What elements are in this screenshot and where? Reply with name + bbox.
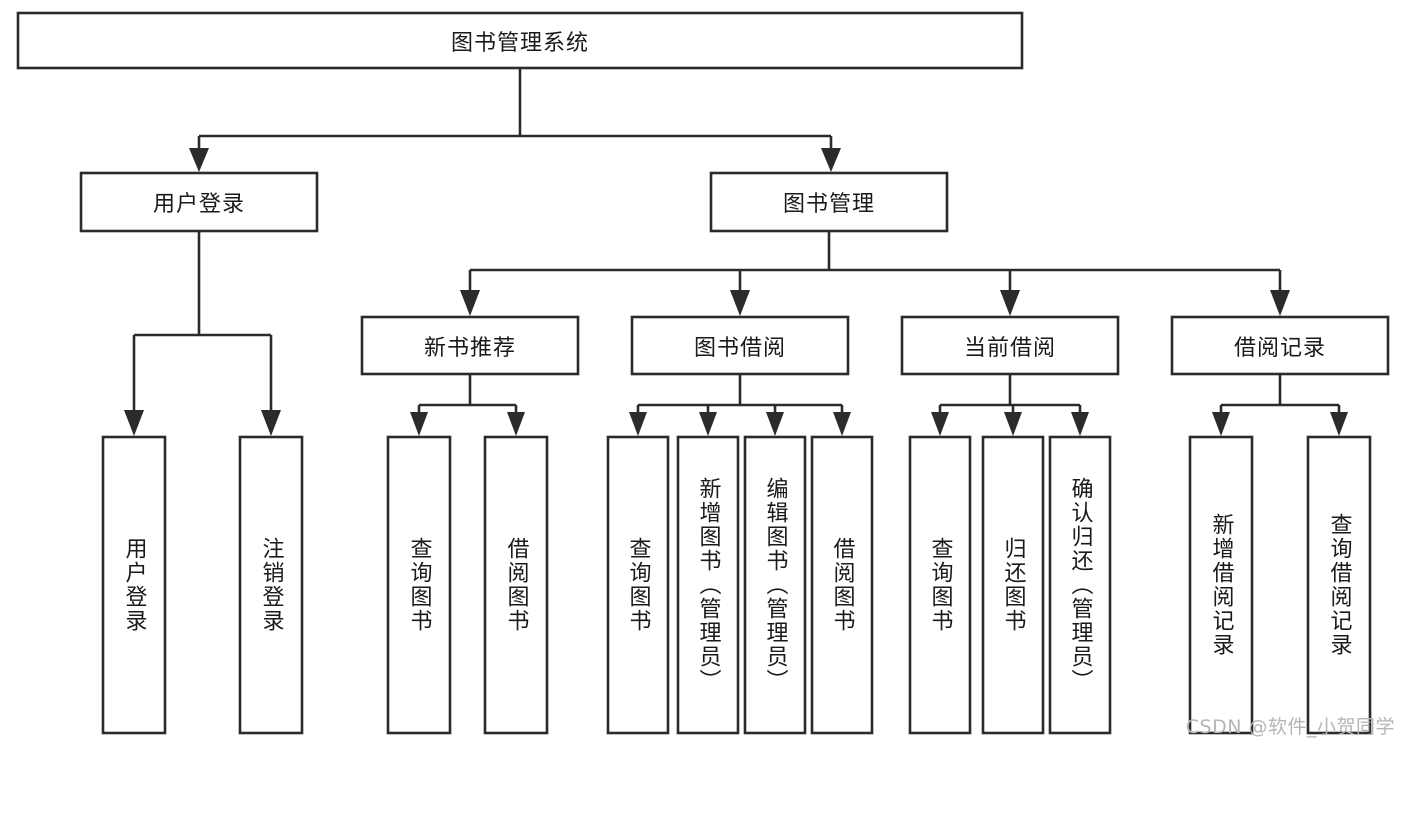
arrow-head-bookmgmt-child-4: [1270, 290, 1290, 316]
node-box-leaf-7[interactable]: [810, 435, 874, 735]
node-box-leaf-0[interactable]: [101, 435, 167, 735]
tree-diagram-svg: [16, 11, 1390, 735]
arrow-head-current-leaf-1: [931, 412, 949, 436]
connector-layer: [124, 68, 1348, 436]
arrow-head-bookmgmt-child-2: [730, 290, 750, 316]
node-box-current-borrow[interactable]: [900, 315, 1120, 376]
arrow-head-newbook-leaf-2: [507, 412, 525, 436]
arrow-head-current-leaf-3: [1071, 412, 1089, 436]
arrow-head-newbook-leaf-1: [410, 412, 428, 436]
node-box-leaf-11[interactable]: [1188, 435, 1254, 735]
arrow-head-borrow-leaf-4: [833, 412, 851, 436]
arrow-head-borrow-leaf-3: [766, 412, 784, 436]
arrow-head-userlogin-leaf-2: [261, 410, 281, 436]
arrow-head-borrow-leaf-1: [629, 412, 647, 436]
arrow-head-bookmgmt-child-3: [1000, 290, 1020, 316]
node-box-leaf-6[interactable]: [743, 435, 807, 735]
node-box-borrow-record[interactable]: [1170, 315, 1390, 376]
node-box-new-book-recommend[interactable]: [360, 315, 580, 376]
node-box-root[interactable]: [16, 11, 1024, 70]
node-box-user-login[interactable]: [79, 171, 319, 233]
watermark-text: CSDN @软件_小贺同学: [1185, 716, 1395, 738]
node-box-leaf-5[interactable]: [676, 435, 740, 735]
arrow-head-borrow-leaf-2: [699, 412, 717, 436]
arrow-head-current-leaf-2: [1004, 412, 1022, 436]
node-box-layer: [16, 11, 1390, 735]
node-box-leaf-9[interactable]: [981, 435, 1045, 735]
node-box-leaf-8[interactable]: [908, 435, 972, 735]
diagram-canvas: 图书管理系统 用户登录 图书管理 新书推荐 图书借阅 当前借阅 借阅记录 用户登…: [16, 11, 1395, 738]
node-box-leaf-4[interactable]: [606, 435, 670, 735]
node-box-leaf-3[interactable]: [483, 435, 549, 735]
arrow-head-root-to-book-mgmt: [821, 148, 841, 172]
node-box-leaf-2[interactable]: [386, 435, 452, 735]
node-box-book-management[interactable]: [709, 171, 949, 233]
arrow-head-record-leaf-2: [1330, 412, 1348, 436]
arrow-head-root-to-user-login: [189, 148, 209, 172]
node-box-leaf-1[interactable]: [238, 435, 304, 735]
node-box-leaf-12[interactable]: [1306, 435, 1372, 735]
arrow-head-userlogin-leaf-1: [124, 410, 144, 436]
arrow-head-record-leaf-1: [1212, 412, 1230, 436]
arrow-head-bookmgmt-child-1: [460, 290, 480, 316]
node-box-leaf-10[interactable]: [1048, 435, 1112, 735]
node-box-book-borrow[interactable]: [630, 315, 850, 376]
